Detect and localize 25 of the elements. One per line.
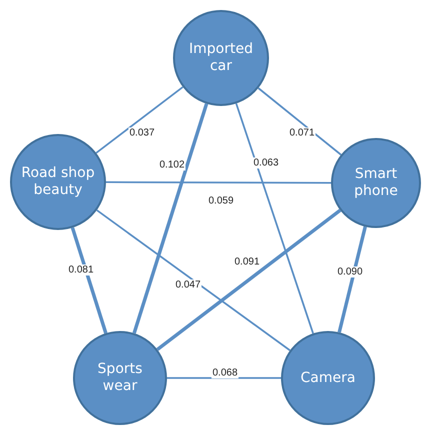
connector-line bbox=[96, 86, 184, 154]
connector-line bbox=[132, 103, 208, 334]
connector-line bbox=[235, 103, 314, 334]
connector-line bbox=[167, 377, 281, 379]
edge-label: 0.047 bbox=[174, 280, 202, 290]
edge-label: 0.091 bbox=[233, 256, 261, 268]
category-label: Road shop beauty bbox=[20, 165, 96, 199]
edge-label: 0.063 bbox=[252, 158, 280, 168]
edge-label: 0.037 bbox=[128, 128, 156, 138]
edge-label: 0.068 bbox=[211, 368, 239, 378]
category-label: Camera bbox=[300, 370, 356, 386]
edge-label: 0.102 bbox=[158, 160, 186, 170]
category-label: Imported car bbox=[188, 41, 254, 75]
edge-label: 0.090 bbox=[336, 266, 364, 278]
category-label: Sports wear bbox=[96, 361, 144, 395]
edge-label: 0.081 bbox=[67, 264, 95, 276]
connector-line bbox=[70, 227, 108, 334]
category-label: Smart phone bbox=[353, 166, 399, 200]
edge-label: 0.059 bbox=[207, 196, 235, 206]
connector-line bbox=[258, 87, 342, 156]
edge-label: 0.071 bbox=[288, 128, 316, 138]
connector-line bbox=[106, 181, 331, 184]
connector-line bbox=[96, 209, 290, 352]
connector-line bbox=[338, 226, 367, 333]
connector-line bbox=[156, 208, 342, 351]
